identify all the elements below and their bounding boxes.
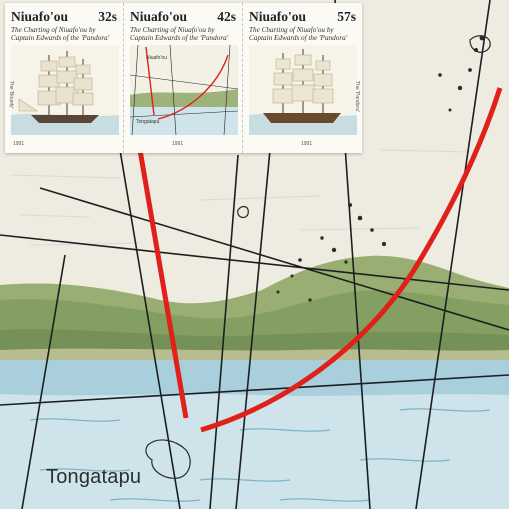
stamp-caption: The Charting of Niuafo'ou by Captain Edw… xyxy=(249,26,348,43)
stamp-57s: Niuafo'ou 57s The Charting of Niuafo'ou … xyxy=(243,3,362,153)
mini-map-label-niuafoou: Niuafo'ou xyxy=(146,55,167,61)
ship-name-label: The 'Pandora' xyxy=(354,81,360,112)
island-outline xyxy=(145,35,491,479)
stamp-country: Niuafo'ou xyxy=(249,9,307,24)
stamp-strip: Niuafo'ou 32s The Charting of Niuafo'ou … xyxy=(5,3,363,153)
stamp-year: 1991 xyxy=(13,141,25,147)
stamp-year: 1991 xyxy=(301,141,313,147)
tongatapu-label: Tongatapu xyxy=(46,466,142,488)
stamp-value: 57s xyxy=(337,9,356,24)
mini-map-label-tongatapu: Tongatapu xyxy=(136,119,160,125)
stamp-32s: Niuafo'ou 32s The Charting of Niuafo'ou … xyxy=(5,3,124,153)
voyage-route xyxy=(137,87,503,433)
stamp-country: Niuafo'ou xyxy=(130,9,188,24)
stamp-value: 42s xyxy=(217,9,236,24)
stamp-year: 1991 xyxy=(172,141,184,147)
stamp-country: Niuafo'ou xyxy=(11,9,69,24)
stamp-value: 32s xyxy=(98,9,117,24)
stamp-caption: The Charting of Niuafo'ou by Captain Edw… xyxy=(11,26,110,43)
ship-name-label: The 'Bounty' xyxy=(8,81,14,109)
stamp-42s: Niuafo'ou 42s The Charting of Niuafo'ou … xyxy=(124,3,243,153)
stamp-caption: The Charting of Niuafo'ou by Captain Edw… xyxy=(130,26,229,43)
sailing-ship-pandora-illustration xyxy=(249,45,357,135)
mini-chart-map-illustration xyxy=(130,45,238,135)
sea-waves xyxy=(29,408,491,502)
sailing-ship-bounty-illustration xyxy=(11,45,119,135)
